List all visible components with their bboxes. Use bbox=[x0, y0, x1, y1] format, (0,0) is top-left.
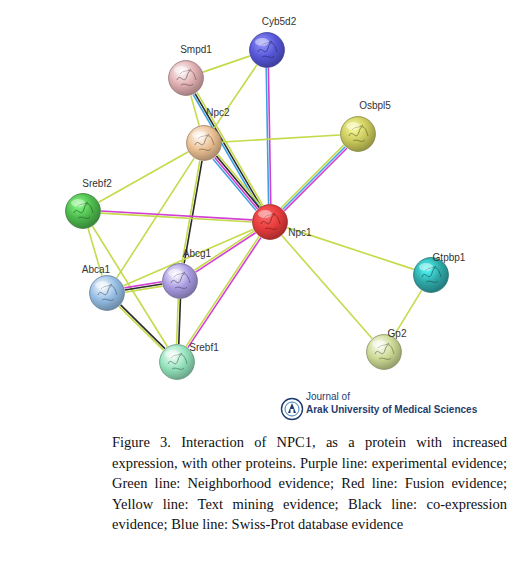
sphere-highlight bbox=[174, 66, 188, 74]
node-circle bbox=[253, 205, 288, 240]
protein-sphere bbox=[186, 125, 222, 161]
protein-node: Gp2 bbox=[366, 334, 402, 370]
interaction-edge-group bbox=[177, 299, 181, 344]
interaction-edge-group bbox=[213, 155, 261, 211]
journal-watermark: Arak University of Medical Sciences bbox=[306, 404, 477, 415]
interaction-line bbox=[203, 56, 250, 72]
journal-logo bbox=[280, 397, 304, 421]
interaction-edge-group bbox=[93, 226, 168, 346]
interaction-edge-group bbox=[266, 68, 271, 204]
sphere-highlight bbox=[346, 122, 360, 130]
protein-sphere bbox=[65, 193, 101, 229]
interaction-line bbox=[179, 299, 181, 344]
protein-name: Gp2 bbox=[388, 328, 407, 339]
node-circle bbox=[250, 33, 285, 68]
interaction-edge-group bbox=[99, 152, 189, 202]
sphere-highlight bbox=[192, 131, 206, 139]
interaction-edge-group bbox=[281, 145, 347, 211]
sphere-highlight bbox=[165, 350, 179, 358]
protein-sphere bbox=[89, 275, 125, 311]
protein-name: Abca1 bbox=[82, 264, 110, 275]
protein-name: Smpd1 bbox=[180, 44, 212, 55]
interaction-line bbox=[101, 211, 252, 220]
evidence-line bbox=[283, 147, 346, 210]
protein-node: Srebf1 bbox=[159, 344, 195, 380]
evidence-line bbox=[195, 94, 261, 207]
protein-name: Npc1 bbox=[288, 227, 311, 238]
node-circle bbox=[341, 117, 376, 152]
sphere-highlight bbox=[258, 210, 272, 218]
protein-node: Osbpl5 bbox=[340, 116, 376, 152]
journal-watermark: Journal of bbox=[306, 391, 350, 402]
sphere-highlight bbox=[71, 199, 85, 207]
figure-caption: Figure 3. Interaction of NPC1, as a prot… bbox=[112, 432, 507, 535]
interaction-line bbox=[218, 155, 261, 206]
interaction-line bbox=[214, 65, 257, 128]
sphere-highlight bbox=[419, 263, 433, 271]
sphere-highlight bbox=[168, 269, 182, 277]
interaction-line bbox=[99, 152, 189, 202]
interaction-line bbox=[222, 135, 340, 142]
interaction-edge-group bbox=[222, 135, 340, 142]
interaction-edge-group bbox=[203, 56, 250, 72]
evidence-line bbox=[266, 68, 268, 204]
node-circle bbox=[163, 264, 198, 299]
protein-name: Srebf2 bbox=[82, 178, 111, 189]
protein-node: Abca1 bbox=[89, 275, 125, 311]
protein-node: Srebf2 bbox=[65, 193, 101, 229]
evidence-line bbox=[213, 159, 256, 210]
evidence-line bbox=[177, 299, 179, 344]
protein-name: Gtpbp1 bbox=[433, 252, 466, 263]
protein-node: Cyb5d2 bbox=[249, 32, 285, 68]
sphere-highlight bbox=[95, 281, 109, 289]
protein-node: Npc1 bbox=[252, 204, 288, 240]
protein-sphere bbox=[366, 334, 402, 370]
sphere-highlight bbox=[372, 340, 386, 348]
protein-name: Srebf1 bbox=[189, 342, 218, 353]
interaction-edge-group bbox=[124, 282, 162, 293]
node-circle bbox=[169, 61, 204, 96]
interaction-line bbox=[284, 148, 347, 211]
node-circle bbox=[367, 335, 402, 370]
protein-name: Osbpl5 bbox=[359, 100, 391, 111]
interaction-line bbox=[282, 236, 372, 339]
interaction-line bbox=[121, 305, 165, 349]
protein-sphere bbox=[340, 116, 376, 152]
interaction-edge-group bbox=[214, 65, 257, 128]
node-circle bbox=[90, 276, 125, 311]
sphere-highlight bbox=[255, 38, 269, 46]
evidence-line bbox=[281, 145, 344, 208]
interaction-edge-group bbox=[119, 305, 165, 350]
protein-name: Npc2 bbox=[206, 107, 229, 118]
node-circle bbox=[160, 345, 195, 380]
evidence-line bbox=[216, 156, 259, 207]
protein-node: Npc2 bbox=[186, 125, 222, 161]
protein-sphere bbox=[249, 32, 285, 68]
evidence-line bbox=[101, 213, 252, 222]
protein-node: Abcg1 bbox=[162, 263, 198, 299]
interaction-edge-group bbox=[101, 211, 252, 222]
interaction-edge-group bbox=[282, 236, 372, 339]
interaction-line bbox=[93, 226, 168, 346]
protein-node: Gtpbp1 bbox=[413, 257, 449, 293]
protein-sphere bbox=[168, 60, 204, 96]
node-circle bbox=[414, 258, 449, 293]
protein-name: Abcg1 bbox=[183, 248, 211, 259]
protein-sphere bbox=[252, 204, 288, 240]
protein-name: Cyb5d2 bbox=[262, 16, 296, 27]
evidence-line bbox=[215, 158, 258, 209]
node-circle bbox=[187, 126, 222, 161]
protein-node: Smpd1 bbox=[168, 60, 204, 96]
node-circle bbox=[66, 194, 101, 229]
protein-sphere bbox=[162, 263, 198, 299]
evidence-line bbox=[125, 286, 162, 292]
evidence-line bbox=[119, 306, 163, 350]
